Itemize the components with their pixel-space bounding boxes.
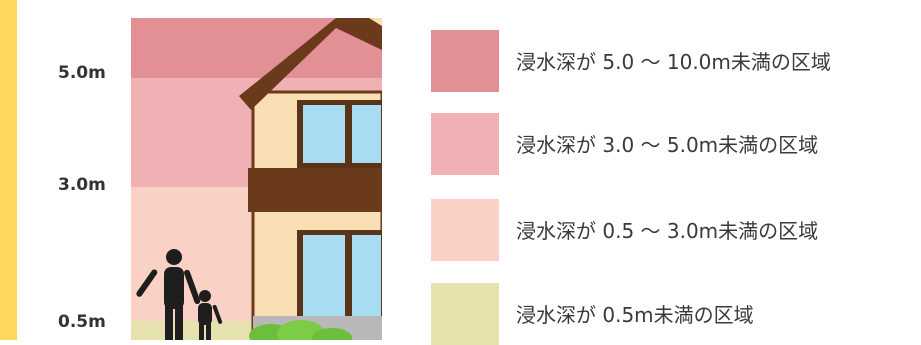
depth-label-5m: 5.0m xyxy=(58,63,106,83)
child-silhouette-icon xyxy=(198,290,223,340)
legend-label: 浸水深が 0.5m未満の区域 xyxy=(516,303,754,327)
legend-item-05-3m: 浸水深が 0.5 ～ 3.0m未満の区域 xyxy=(431,199,921,261)
house-icon xyxy=(239,18,382,340)
depth-label-3m: 3.0m xyxy=(58,175,106,195)
legend-item-under-05m: 浸水深が 0.5m未満の区域 xyxy=(431,283,921,345)
legend-swatch xyxy=(431,30,499,92)
legend-item-3-5m: 浸水深が 3.0 ～ 5.0m未満の区域 xyxy=(431,113,921,175)
shrub-icon xyxy=(249,320,352,340)
legend-swatch xyxy=(431,199,499,261)
legend-label: 浸水深が 0.5 ～ 3.0m未満の区域 xyxy=(516,219,819,243)
legend-label: 浸水深が 5.0 ～ 10.0m未満の区域 xyxy=(516,50,831,74)
adult-silhouette-icon xyxy=(136,249,201,340)
flood-depth-illustration xyxy=(131,18,382,340)
legend-swatch xyxy=(431,283,499,345)
legend-swatch xyxy=(431,113,499,175)
depth-label-05m: 0.5m xyxy=(58,312,106,332)
legend-label: 浸水深が 3.0 ～ 5.0m未満の区域 xyxy=(516,133,819,157)
legend-item-5-10m: 浸水深が 5.0 ～ 10.0m未満の区域 xyxy=(431,30,921,92)
accent-bar xyxy=(0,0,17,340)
